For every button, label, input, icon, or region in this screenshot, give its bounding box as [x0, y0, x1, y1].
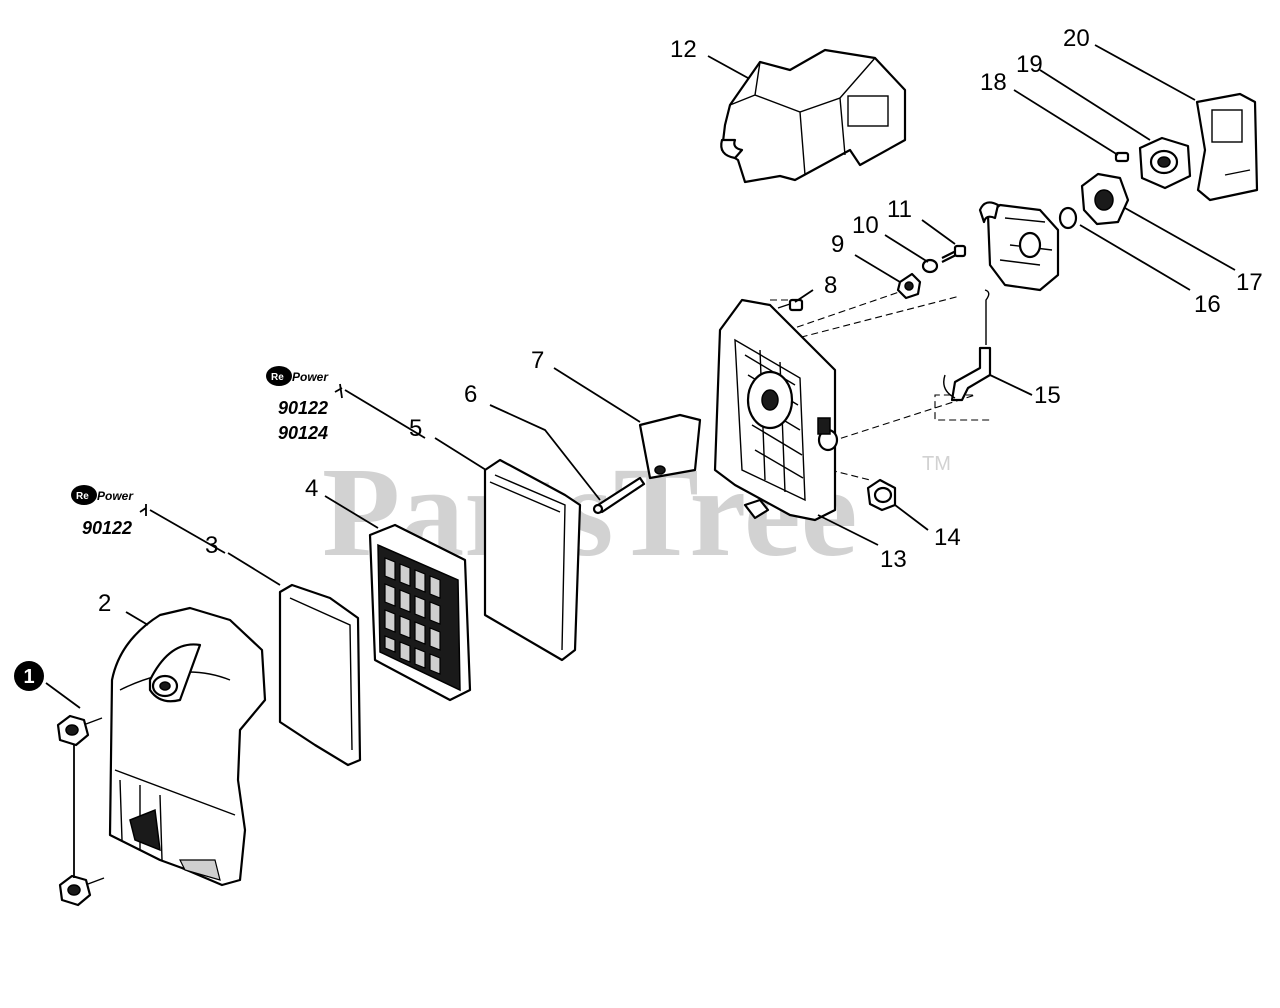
- part-4-air-filter[interactable]: [368, 523, 472, 702]
- leader-lines: [45, 44, 1236, 709]
- part-16-o-ring[interactable]: [1058, 206, 1078, 230]
- repower-logo-part-5: Re Power: [266, 366, 329, 386]
- air-filter-grid: [377, 543, 461, 692]
- repower-logo-part-3: Re Power: [71, 485, 134, 505]
- part-11-screw[interactable]: [941, 244, 967, 263]
- part-13-air-cleaner-base[interactable]: [713, 298, 839, 522]
- callout-18: 18: [980, 69, 1007, 96]
- part-12-shroud[interactable]: [720, 48, 907, 184]
- callout-17: 17: [1236, 269, 1263, 296]
- callout-8: 8: [824, 272, 837, 299]
- part-19-intake-flange[interactable]: [1138, 136, 1192, 190]
- watermark-trademark: TM: [922, 453, 951, 475]
- svg-text:1: 1: [23, 666, 34, 688]
- part-17-insulator[interactable]: [1080, 172, 1130, 226]
- callout-9: 9: [831, 231, 844, 258]
- part-6-stud[interactable]: [592, 476, 646, 515]
- repower-ref-part-3: 90122: [82, 518, 132, 538]
- part-20-gasket[interactable]: [1195, 92, 1259, 202]
- callout-12: 12: [670, 36, 697, 63]
- part-8-screw[interactable]: [777, 298, 804, 312]
- part-3-filter-gasket[interactable]: [278, 583, 362, 767]
- callout-3: 3: [205, 532, 218, 559]
- callout-5: 5: [409, 415, 422, 442]
- callout-10: 10: [852, 212, 879, 239]
- repower-ref-part-5-a: 90122: [278, 398, 328, 418]
- svg-text:Power: Power: [97, 489, 134, 503]
- callout-2: 2: [98, 590, 111, 617]
- callout-1: 1: [14, 661, 44, 691]
- callout-7: 7: [531, 347, 544, 374]
- callout-20: 20: [1063, 25, 1090, 52]
- callout-13: 13: [880, 546, 907, 573]
- part-18-screw[interactable]: [1114, 151, 1130, 163]
- svg-text:Power: Power: [292, 370, 329, 384]
- part-14-primer[interactable]: [866, 478, 897, 512]
- svg-text:Re: Re: [76, 491, 89, 502]
- callout-16: 16: [1194, 291, 1221, 318]
- callout-14: 14: [934, 524, 961, 551]
- part-7-bracket[interactable]: [638, 413, 702, 480]
- part-1-knob-upper[interactable]: [56, 714, 103, 747]
- part-9-nut[interactable]: [896, 272, 922, 300]
- part-2-cover[interactable]: [108, 606, 267, 887]
- assembly-guide-lines: [744, 289, 990, 481]
- svg-text:Re: Re: [271, 372, 284, 383]
- callout-6: 6: [464, 381, 477, 408]
- callout-4: 4: [305, 475, 318, 502]
- part-5-pre-filter[interactable]: [483, 458, 582, 662]
- callout-19: 19: [1016, 51, 1043, 78]
- repower-ref-part-5-b: 90124: [278, 423, 328, 443]
- part-15-fuel-line[interactable]: [943, 289, 992, 402]
- callout-15: 15: [1034, 382, 1061, 409]
- carburetor[interactable]: [978, 201, 1060, 292]
- part-10-washer[interactable]: [921, 258, 939, 274]
- part-1-knob-lower[interactable]: [58, 874, 105, 907]
- callout-11: 11: [887, 196, 912, 223]
